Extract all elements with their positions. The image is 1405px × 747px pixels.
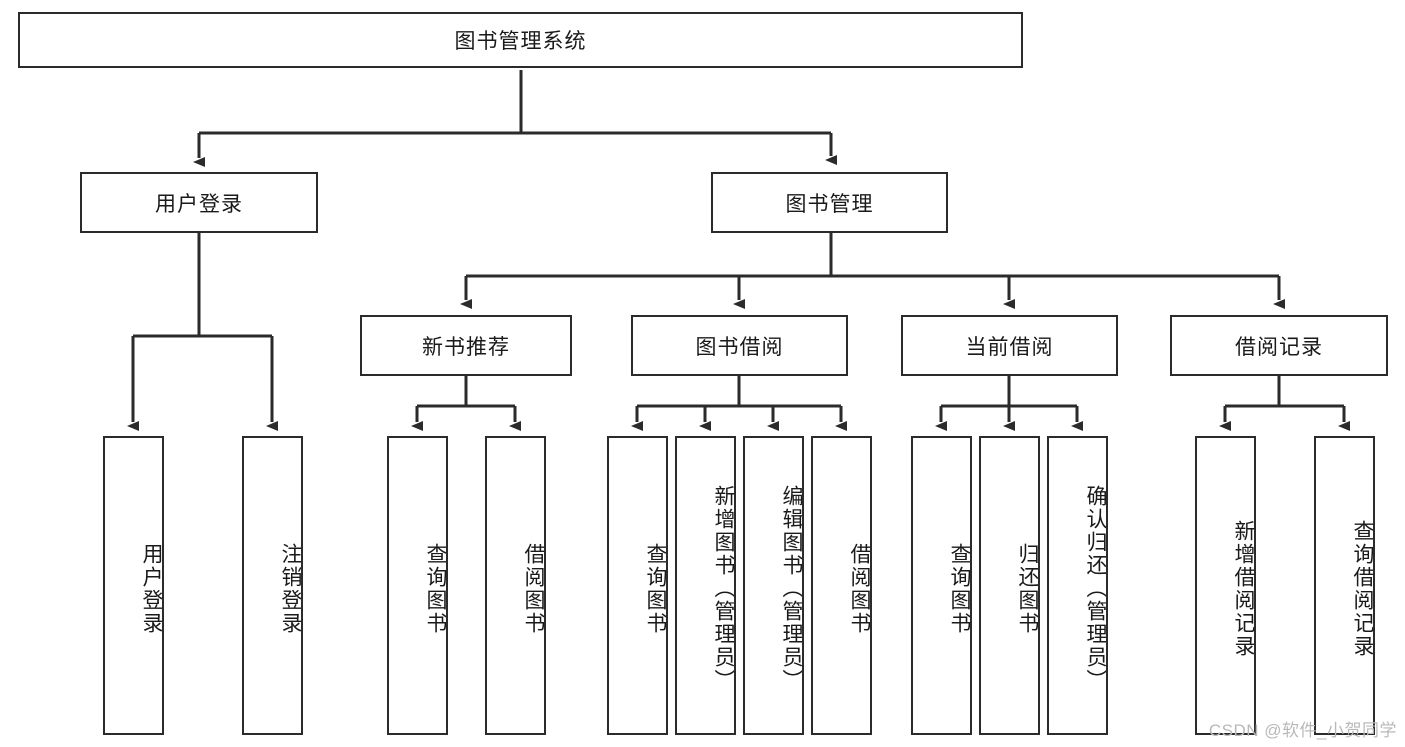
leaf-user-login[interactable]: 用户登录 bbox=[103, 436, 164, 735]
leaf-return-book[interactable]: 归还图书 bbox=[979, 436, 1040, 735]
node-label: 新增图书（管理员） bbox=[712, 485, 735, 692]
node-label: 当前借阅 bbox=[965, 335, 1054, 359]
node-label: 注销登录 bbox=[279, 542, 302, 635]
watermark: CSDN @软件_小贺同学 bbox=[1208, 721, 1397, 740]
node-label: 查询借阅记录 bbox=[1351, 519, 1374, 658]
leaf-query-books-borrow[interactable]: 查询图书 bbox=[607, 436, 668, 735]
node-book-management[interactable]: 图书管理 bbox=[711, 172, 948, 233]
node-label: 用户登录 bbox=[155, 192, 243, 216]
node-label: 确认归还（管理员） bbox=[1084, 485, 1107, 692]
node-label: 用户登录 bbox=[140, 542, 163, 635]
leaf-query-borrow-record[interactable]: 查询借阅记录 bbox=[1314, 436, 1375, 735]
node-current-borrow[interactable]: 当前借阅 bbox=[901, 315, 1118, 376]
node-book-borrow[interactable]: 图书借阅 bbox=[631, 315, 848, 376]
node-label: 查询图书 bbox=[948, 542, 971, 635]
node-label: 归还图书 bbox=[1016, 542, 1039, 635]
node-label: 查询图书 bbox=[644, 542, 667, 635]
node-label: 查询图书 bbox=[424, 542, 447, 635]
leaf-edit-book-admin[interactable]: 编辑图书（管理员） bbox=[743, 436, 804, 735]
leaf-borrow-book[interactable]: 借阅图书 bbox=[811, 436, 872, 735]
node-label: 新增借阅记录 bbox=[1232, 519, 1255, 658]
leaf-add-book-admin[interactable]: 新增图书（管理员） bbox=[675, 436, 736, 735]
node-label: 编辑图书（管理员） bbox=[780, 485, 803, 692]
leaf-confirm-return-admin[interactable]: 确认归还（管理员） bbox=[1047, 436, 1108, 735]
node-root-book-management-system[interactable]: 图书管理系统 bbox=[18, 12, 1023, 68]
node-label: 新书推荐 bbox=[422, 335, 510, 359]
leaf-borrow-books-recommend[interactable]: 借阅图书 bbox=[485, 436, 546, 735]
node-borrow-records[interactable]: 借阅记录 bbox=[1170, 315, 1388, 376]
leaf-add-borrow-record[interactable]: 新增借阅记录 bbox=[1195, 436, 1256, 735]
node-label: 借阅图书 bbox=[848, 542, 871, 635]
node-user-login[interactable]: 用户登录 bbox=[80, 172, 318, 233]
node-new-book-recommend[interactable]: 新书推荐 bbox=[360, 315, 572, 376]
node-label: 图书管理系统 bbox=[454, 30, 587, 53]
leaf-query-books-recommend[interactable]: 查询图书 bbox=[387, 436, 448, 735]
leaf-logout[interactable]: 注销登录 bbox=[242, 436, 303, 735]
node-label: 图书借阅 bbox=[695, 335, 784, 359]
node-label: 图书管理 bbox=[785, 192, 874, 216]
node-label: 借阅记录 bbox=[1235, 335, 1323, 359]
leaf-query-books-current[interactable]: 查询图书 bbox=[911, 436, 972, 735]
node-label: 借阅图书 bbox=[522, 542, 545, 635]
